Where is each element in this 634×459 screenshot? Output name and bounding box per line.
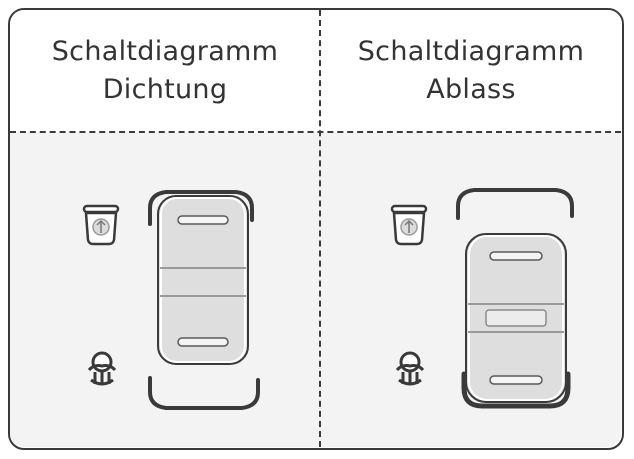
valve-body-closed bbox=[157, 195, 249, 365]
valve-body-open bbox=[461, 233, 571, 409]
header-ablass: Schaltdiagramm Ablass bbox=[320, 10, 622, 132]
diagram-dichtung bbox=[82, 190, 260, 410]
lock-handle-icon bbox=[87, 351, 117, 386]
title-dichtung-line2: Dichtung bbox=[102, 74, 228, 105]
header-dichtung: Schaltdiagramm Dichtung bbox=[10, 10, 320, 132]
diagram-frame: Schaltdiagramm Dichtung Schaltdiagramm A… bbox=[8, 8, 624, 450]
pressure-cooker-icon bbox=[390, 204, 428, 246]
pressure-cooker-icon bbox=[82, 204, 120, 246]
diagram-ablass bbox=[390, 188, 574, 409]
title-ablass-line1: Schaltdiagramm bbox=[357, 36, 585, 67]
title-ablass-line2: Ablass bbox=[426, 74, 516, 105]
vertical-dashed-divider bbox=[319, 10, 321, 447]
title-dichtung-line1: Schaltdiagramm bbox=[51, 36, 279, 67]
horizontal-dashed-divider bbox=[10, 131, 621, 133]
lock-handle-icon bbox=[395, 351, 425, 386]
